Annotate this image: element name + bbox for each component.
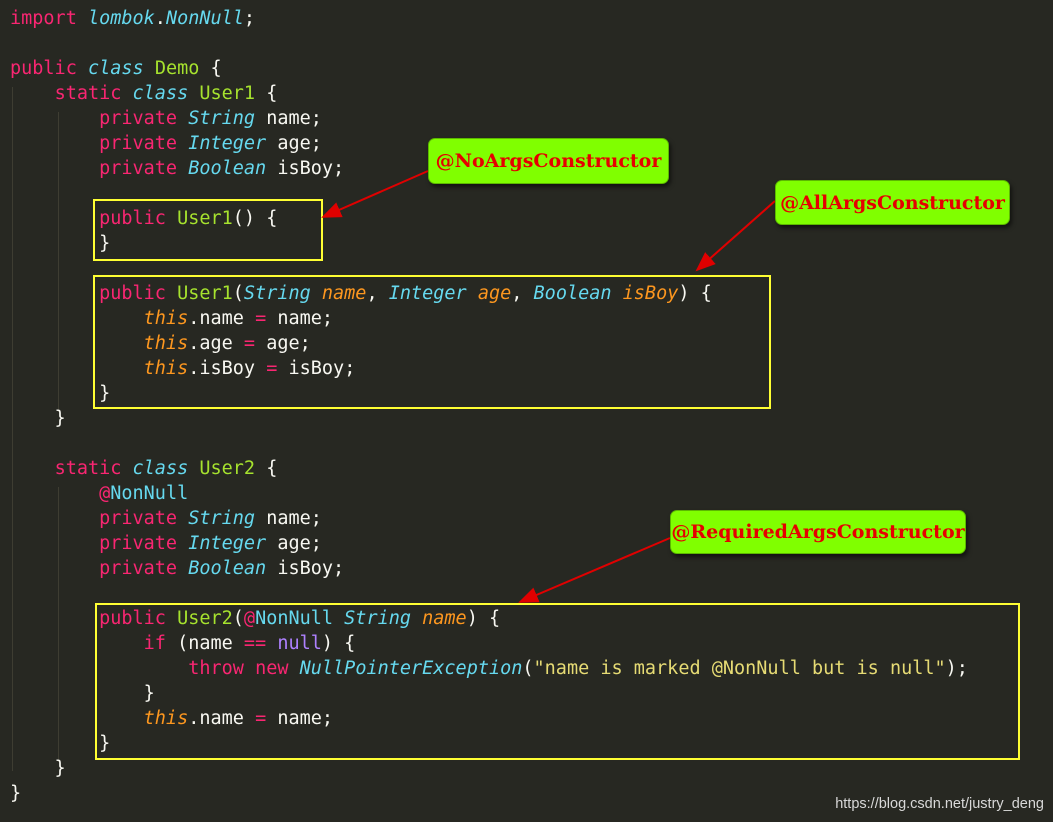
indent-guide xyxy=(12,87,13,771)
code-line-6: private Integer age; xyxy=(99,133,322,154)
watermark: https://blog.csdn.net/justry_deng xyxy=(835,796,1044,812)
code-line-20: @NonNull xyxy=(99,483,189,504)
all-args-constructor-highlight xyxy=(93,275,771,409)
indent-guide xyxy=(58,112,59,412)
code-line-23: private Boolean isBoy; xyxy=(99,558,345,579)
code-line-22: private Integer age; xyxy=(99,533,322,554)
required-args-constructor-highlight xyxy=(95,603,1020,760)
code-line-29: this.name = name; xyxy=(143,708,334,729)
code-line-19: static class User2 { xyxy=(54,458,278,479)
all-args-constructor-callout: @AllArgsConstructor xyxy=(775,180,1010,225)
no-args-constructor-callout: @NoArgsConstructor xyxy=(428,138,669,184)
code-line-16: } xyxy=(10,383,111,404)
code-line-4: static class User1 { xyxy=(54,83,278,104)
all-args-arrow xyxy=(695,200,776,272)
code-line-13: this.name = name; xyxy=(143,308,334,329)
code-line-3: public class Demo { xyxy=(10,58,222,79)
required-args-arrow xyxy=(518,537,671,603)
indent-guide xyxy=(58,487,59,762)
code-line-5: private String name; xyxy=(99,108,322,129)
code-editor: import lombok.NonNull; public class Demo… xyxy=(10,6,968,806)
code-line-25: public User2(@NonNull String name) { xyxy=(99,608,501,629)
no-args-constructor-highlight xyxy=(93,199,323,261)
code-line-31: } xyxy=(10,758,66,779)
code-line-26: if (name == null) { xyxy=(143,633,356,654)
code-line-15: this.isBoy = isBoy; xyxy=(143,358,356,379)
code-line-12: public User1(String name, Integer age, B… xyxy=(99,283,712,304)
code-line-30: } xyxy=(10,733,111,754)
no-args-arrow xyxy=(321,170,429,218)
code-line-27: throw new NullPointerException("name is … xyxy=(188,658,968,679)
code-line-10: } xyxy=(10,233,111,254)
code-line-21: private String name; xyxy=(99,508,322,529)
code-line-14: this.age = age; xyxy=(143,333,311,354)
code-line-28: } xyxy=(10,683,155,704)
code-line-1: import lombok.NonNull; xyxy=(10,8,256,29)
code-line-17: } xyxy=(10,408,66,429)
code-line-9: public User1() { xyxy=(99,208,278,229)
code-line-7: private Boolean isBoy; xyxy=(99,158,345,179)
required-args-constructor-callout: @RequiredArgsConstructor xyxy=(670,510,966,554)
code-line-32: } xyxy=(10,783,22,804)
